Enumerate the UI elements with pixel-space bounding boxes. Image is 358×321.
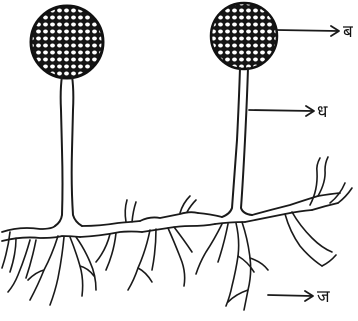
pointer-sporangiophore bbox=[249, 106, 314, 116]
right-sporangium bbox=[211, 3, 277, 69]
left-sporangium bbox=[31, 6, 103, 78]
right-sporangiophore bbox=[222, 68, 252, 217]
right-rhizoids bbox=[196, 212, 336, 310]
label-rhizoid: ज bbox=[317, 287, 330, 307]
left-sporangiophore bbox=[55, 76, 82, 226]
left-rhizoids bbox=[2, 232, 96, 305]
hyphal-branches bbox=[125, 157, 352, 222]
pointer-sporangium bbox=[277, 26, 339, 36]
label-sporangium: ब bbox=[343, 22, 353, 42]
label-sporangiophore: ध bbox=[317, 102, 328, 122]
pointer-rhizoid bbox=[268, 291, 313, 301]
middle-rhizoids bbox=[96, 227, 192, 290]
